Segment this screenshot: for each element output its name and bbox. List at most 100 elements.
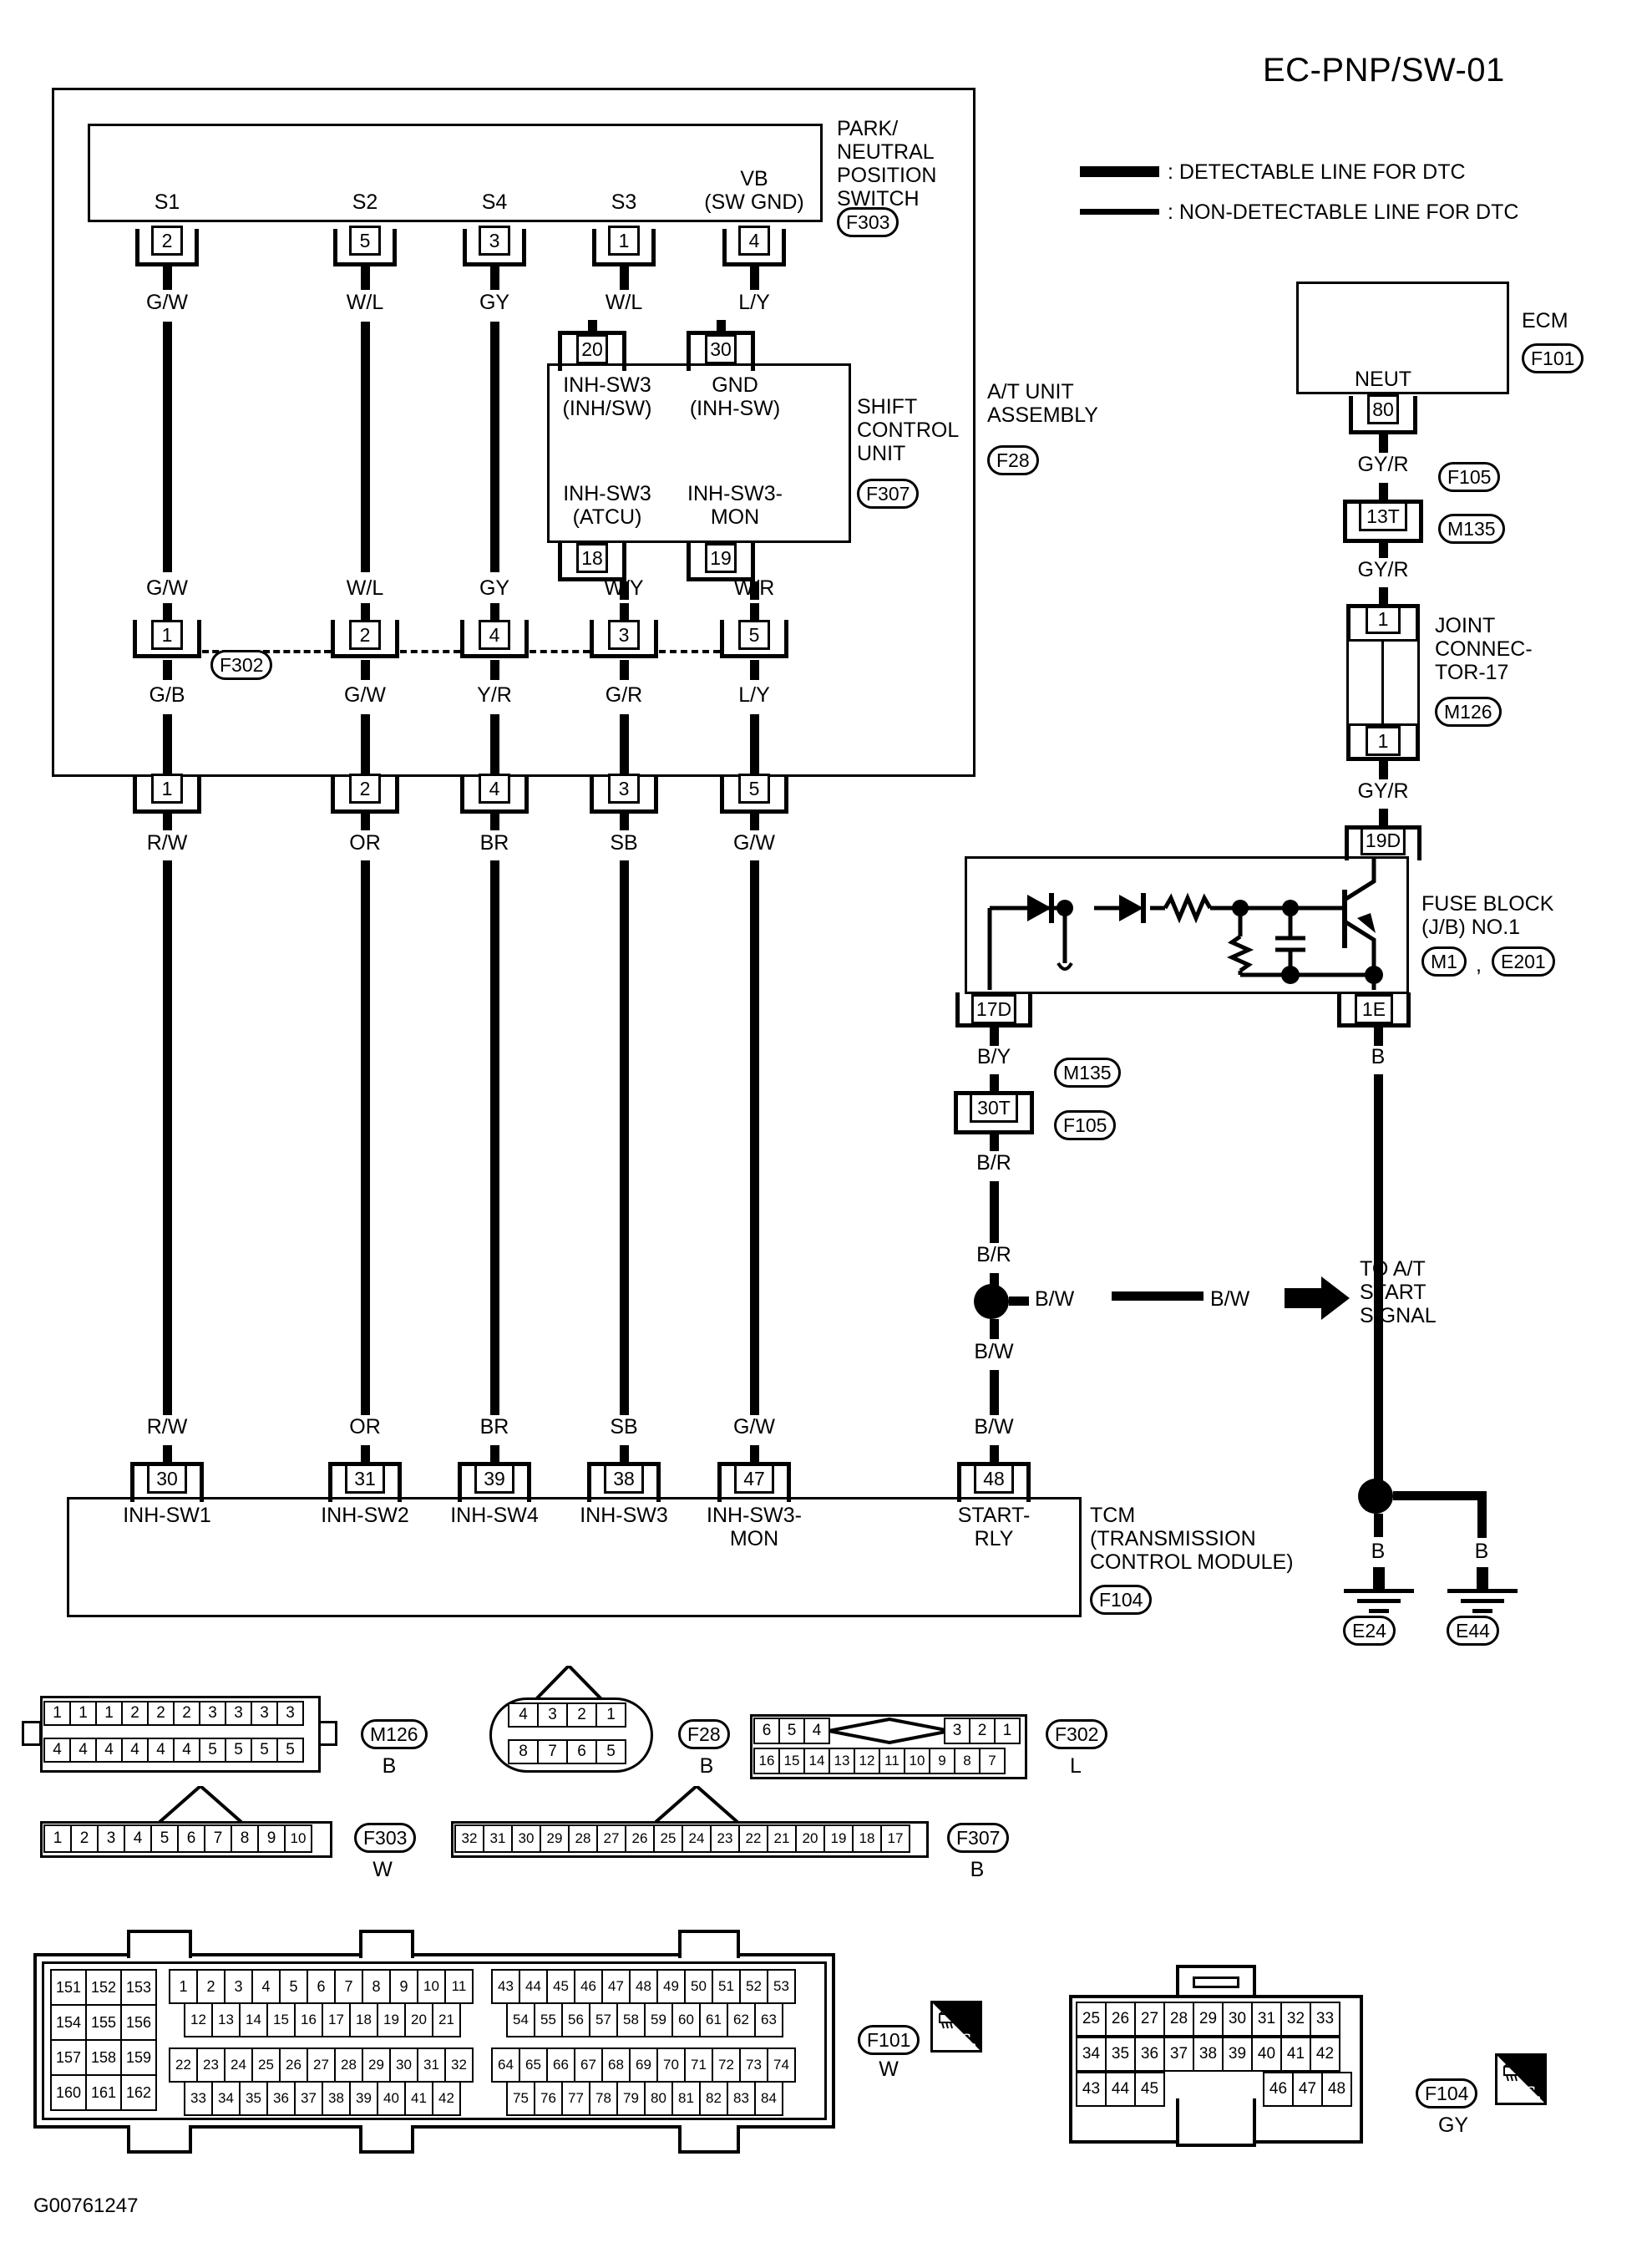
ground-branch-wire-b: B [1371, 1045, 1386, 1068]
pin-cell: 42 [432, 2081, 461, 2116]
tcm-wire-5: G/W [733, 1415, 775, 1439]
pin-cell: 1 [595, 1702, 626, 1728]
pin-cell: 67 [574, 2047, 603, 2083]
pin-cell: 72 [712, 2047, 741, 2083]
wire-f302-col5-down [750, 714, 759, 777]
pnp-terminal-s3-pin: 1 [608, 226, 640, 256]
pin-cell: 1 [169, 1969, 198, 2004]
f101-mid-row-1: 1 2 3 4 5 6 7 8 9 10 11 [169, 1969, 474, 2004]
at-exit-wire-1: R/W [146, 831, 188, 855]
pin-cell: 43 [1076, 2072, 1107, 2107]
pin-cell: 56 [561, 2002, 590, 2037]
pin-cell: 22 [169, 2047, 198, 2083]
connector-view-m126-color: B [382, 1754, 397, 1778]
f101-mid-row-4: 33 34 35 36 37 38 39 40 41 42 [184, 2081, 489, 2116]
pin-cell: 152 [85, 1969, 122, 2006]
f307-arrow-icon [655, 1786, 738, 1823]
f302-key-diamond-icon [829, 1718, 950, 1744]
at-exit-wire-4: SB [610, 831, 638, 855]
at-exit-pin-1: 1 [151, 774, 183, 804]
legend-thin-line-label: : NON-DETECTABLE LINE FOR DTC [1168, 200, 1519, 224]
inline-connector-30t: 30T [970, 1093, 1018, 1123]
pin-cell: 33 [1310, 2002, 1340, 2037]
pin-cell: 1 [994, 1718, 1021, 1744]
pin-cell: 157 [50, 2039, 87, 2076]
ground-symbol-e24 [1343, 1567, 1414, 1613]
pin-cell: 7 [334, 1969, 363, 2004]
pin-cell: 1 [43, 1701, 71, 1726]
tcm-terminal-label-5: INH-SW3-MON [707, 1504, 802, 1550]
f302-connector-id: F302 [210, 650, 273, 680]
pin-cell: 63 [754, 2002, 783, 2037]
ecm-wire-gyr-2: GY/R [1357, 558, 1409, 581]
m126-row-1: 1 1 1 2 2 2 3 3 3 3 [43, 1701, 304, 1726]
at-exit-pin-4: 4 [479, 774, 510, 804]
scu-terminal-30-label: GND(INH-SW) [689, 373, 781, 420]
ecm-terminal-label: NEUT [1354, 368, 1412, 391]
inline-30t-connector-m135: M135 [1054, 1058, 1121, 1088]
f302-dashed-3 [530, 650, 590, 653]
pnp-terminal-s1-signal: S1 [154, 190, 180, 214]
pin-cell: 151 [50, 1969, 87, 2006]
tcm-terminal-label-2: INH-SW2 [321, 1504, 409, 1527]
tcm-wire-2: OR [349, 1415, 381, 1439]
pin-cell: 4 [147, 1738, 175, 1763]
f302-col3-stub-top [490, 603, 499, 622]
pin-cell: 30 [511, 1824, 541, 1853]
connector-view-f101-color: W [879, 2058, 899, 2081]
f302-col1-wire-below: G/B [149, 683, 185, 707]
pin-cell: 39 [349, 2081, 378, 2116]
joint-connector-out-lead [1379, 761, 1388, 779]
pnp-terminal-s2-wire: W/L [346, 291, 384, 314]
pin-cell: 74 [767, 2047, 796, 2083]
fuse-block-label: FUSE BLOCK(J/B) NO.1 [1421, 892, 1554, 939]
wire-run-inh-sw3-mon [750, 860, 759, 1415]
inline-connector-13t: 13T [1359, 501, 1407, 531]
pin-cell: 6 [177, 1824, 205, 1853]
pnp-terminal-s3-wire: W/L [605, 291, 643, 314]
pin-cell: 155 [85, 2004, 122, 2041]
pin-cell: 18 [349, 2002, 378, 2037]
pin-cell: 14 [803, 1748, 830, 1774]
pin-cell: 3 [276, 1701, 304, 1726]
pin-cell: 28 [568, 1824, 598, 1853]
inline-30t-connector-f105: F105 [1054, 1110, 1117, 1140]
tcm-pin-31: 31 [345, 1464, 385, 1494]
connector-view-f104-color: GY [1437, 2113, 1469, 2137]
pin-cell: 27 [596, 1824, 626, 1853]
tcm-wire-6: B/W [974, 1415, 1014, 1439]
pin-cell: 59 [644, 2002, 673, 2037]
ground-connector-e44: E44 [1447, 1616, 1499, 1646]
ecm-wire-gyr-3: GY/R [1357, 779, 1409, 803]
pin-cell: 4 [173, 1738, 200, 1763]
f101-right-row-1: 43 44 45 46 47 48 49 50 51 52 53 [491, 1969, 796, 2004]
pin-cell: 77 [561, 2081, 590, 2116]
f302-dashed-2 [400, 650, 460, 653]
pin-cell: 47 [1292, 2072, 1323, 2107]
pin-cell: 30 [1222, 2002, 1253, 2037]
f302-col5-wire-above: W/R [733, 576, 775, 600]
scu-terminal-20-label: INH-SW3(INH/SW) [562, 373, 652, 420]
f302-col5-wire-below: L/Y [738, 683, 770, 707]
pin-cell: 34 [1076, 2037, 1107, 2072]
pin-cell: 31 [417, 2047, 446, 2083]
ground-splice-horizontal [1393, 1491, 1487, 1500]
pin-cell: 78 [589, 2081, 618, 2116]
pin-cell: 45 [546, 1969, 575, 2004]
pnp-terminal-s2-pin: 5 [349, 226, 381, 256]
pin-cell: 46 [574, 1969, 603, 2004]
f101-tab-bottom-3 [678, 2125, 740, 2154]
pin-cell: 4 [803, 1718, 830, 1744]
ecm-box [1296, 282, 1509, 394]
at-exit-stub-5 [750, 814, 759, 830]
pin-cell: 2 [121, 1701, 149, 1726]
f104-row-3-right: 46 47 48 [1263, 2072, 1352, 2107]
f302-pin-3: 3 [608, 620, 640, 650]
start-branch-stub-2 [990, 1074, 999, 1093]
pin-cell: 27 [307, 2047, 336, 2083]
pnp-terminal-s1-wire: G/W [146, 291, 188, 314]
f302-row-1-left: 6 5 4 [753, 1718, 830, 1744]
pin-cell: 52 [739, 1969, 768, 2004]
